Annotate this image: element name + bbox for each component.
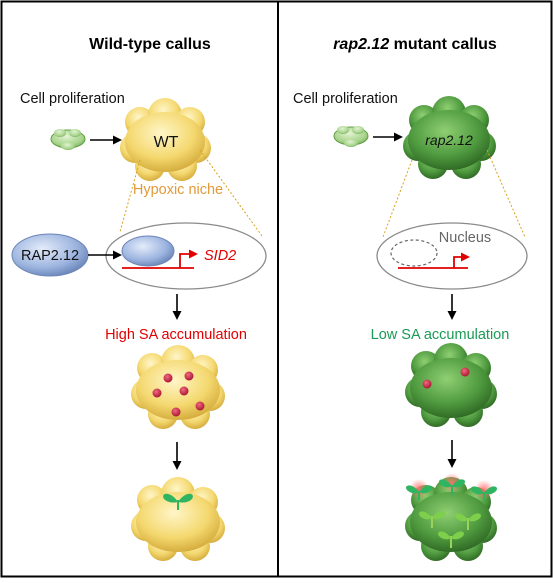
- mutant-small-callus-icon: [333, 126, 369, 147]
- wt-sa-callus-icon: [131, 345, 225, 429]
- wt-gene-label: SID2: [204, 248, 236, 264]
- seedling-icon: [439, 473, 465, 495]
- mutant-callus-label: rap2.12: [425, 132, 473, 148]
- wt-callus-label: WT: [154, 134, 179, 151]
- wt-sa-dots: [152, 371, 205, 417]
- wt-small-callus-icon: [50, 129, 86, 150]
- mutant-nucleus-icon: [376, 222, 528, 290]
- seedling-icon: [455, 513, 481, 530]
- wt-callus-icon: [120, 98, 211, 181]
- sa-dot-icon: [163, 373, 173, 383]
- seedling-icon: [406, 479, 432, 500]
- wt-zoom-line-left: [119, 159, 141, 233]
- mutant-title-rest: mutant callus: [389, 36, 497, 53]
- mutant-cell-proliferation-label: Cell proliferation: [293, 91, 398, 107]
- mutant-outcome-label: Low SA accumulation: [371, 327, 510, 343]
- mutant-nucleus-label: Nucleus: [439, 230, 491, 246]
- mutant-promoter-arrow-icon: [453, 252, 470, 268]
- seedling-icon: [471, 480, 497, 501]
- wt-bound-protein-icon: [121, 235, 175, 267]
- mutant-sa-dots: [422, 367, 470, 389]
- mutant-panel-title: rap2.12 mutant callus: [333, 36, 497, 53]
- sa-dot-icon: [184, 371, 194, 381]
- wt-hypoxic-niche-label: Hypoxic niche: [133, 182, 223, 198]
- wt-regeneration-callus-icon: [131, 477, 225, 561]
- seedling-icon: [419, 511, 445, 528]
- mutant-sa-callus-icon: [405, 343, 497, 427]
- sa-dot-icon: [152, 388, 162, 398]
- wt-outcome-label: High SA accumulation: [105, 327, 247, 343]
- sa-dot-icon: [195, 401, 205, 411]
- sa-dot-icon: [422, 379, 432, 389]
- mutant-zoom-line-left: [382, 159, 413, 238]
- wt-seedling-icon: [163, 493, 193, 510]
- mutant-title-italic: rap2.12: [333, 36, 389, 53]
- wt-zoom-line-right: [199, 149, 263, 237]
- mutant-callus-icon: [403, 96, 496, 179]
- mutant-zoom-line-right: [486, 149, 526, 238]
- wt-cell-proliferation-label: Cell proliferation: [20, 91, 125, 107]
- mutant-seedlings: [406, 473, 497, 548]
- mutant-absent-protein-icon: [390, 239, 438, 267]
- sa-dot-icon: [460, 367, 470, 377]
- sa-dot-icon: [179, 386, 189, 396]
- rap212-protein-label: RAP2.12: [21, 248, 79, 264]
- wt-panel-title: Wild-type callus: [89, 36, 211, 53]
- mutant-regeneration-callus-icon: [405, 477, 497, 561]
- wt-promoter-arrow-icon: [179, 249, 198, 268]
- seedling-icon: [438, 531, 464, 548]
- sa-dot-icon: [171, 407, 181, 417]
